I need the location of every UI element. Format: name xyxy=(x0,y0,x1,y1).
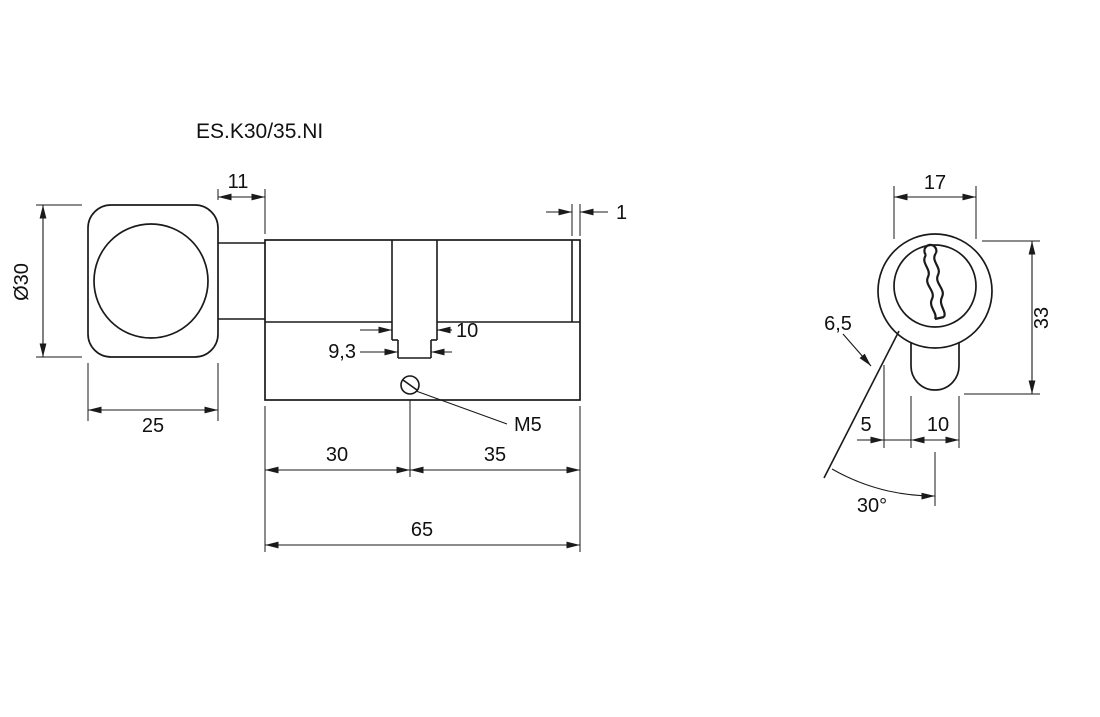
front-view xyxy=(823,233,993,506)
side-view xyxy=(87,204,581,401)
keyway-profile xyxy=(923,243,946,321)
dim-label-knob-diameter: Ø30 xyxy=(11,263,33,301)
m5-label: M5 xyxy=(514,414,542,436)
dim-label-cam-inner: 9,3 xyxy=(328,341,356,363)
m5-screw xyxy=(400,375,420,395)
dimension-cam-tip: 1 xyxy=(546,202,627,236)
dim-label-neck-length: 11 xyxy=(228,171,249,193)
dim-label-keyway: 6,5 xyxy=(824,313,852,335)
keyway-width-callout: 6,5 xyxy=(824,313,872,367)
front-profile-foot xyxy=(910,343,960,391)
dim-label-body-height: 33 xyxy=(1031,307,1053,329)
dim-label-body-width: 17 xyxy=(924,172,946,194)
dim-label-half-a: 30 xyxy=(326,444,348,466)
dimension-foot-width: 10 xyxy=(910,396,960,448)
dimension-neck-length: 11 xyxy=(217,171,266,234)
front-plug-circle xyxy=(893,244,977,328)
dim-label-cam-outer: 10 xyxy=(456,320,478,342)
dimension-knob-diameter: Ø30 xyxy=(11,204,82,358)
front-outer-circle xyxy=(877,233,993,349)
dimension-body-height: 33 xyxy=(964,240,1053,395)
cylinder-body-outline xyxy=(264,239,581,401)
knob-face-circle xyxy=(93,223,209,339)
knob-outline xyxy=(87,204,219,358)
dimension-knob-length: 25 xyxy=(87,363,219,437)
angle-callout: 30° xyxy=(857,495,887,517)
key-angle-line xyxy=(823,330,900,479)
drawing-title: ES.K30/35.NI xyxy=(196,120,323,143)
dim-label-total: 65 xyxy=(411,519,433,541)
dim-label-angle: 30° xyxy=(857,495,887,517)
dimension-body-width: 17 xyxy=(893,172,977,239)
cam-slot xyxy=(391,240,438,359)
dim-label-foot-width: 10 xyxy=(927,414,949,436)
angle-arc xyxy=(831,468,936,500)
dim-label-half-b: 35 xyxy=(484,444,506,466)
dimension-cam-outer-width: 10 xyxy=(360,320,478,342)
dim-label-offset: 5 xyxy=(860,414,871,436)
dim-label-cam-tip: 1 xyxy=(616,202,627,224)
m5-callout: M5 xyxy=(415,390,542,436)
dimension-cam-inner-width: 9,3 xyxy=(328,341,452,363)
dimension-half-lengths: 30 35 xyxy=(264,400,581,552)
dimension-offset: 5 xyxy=(857,365,911,448)
dimension-total-length: 65 xyxy=(265,519,580,549)
dim-label-knob-length: 25 xyxy=(142,415,164,437)
